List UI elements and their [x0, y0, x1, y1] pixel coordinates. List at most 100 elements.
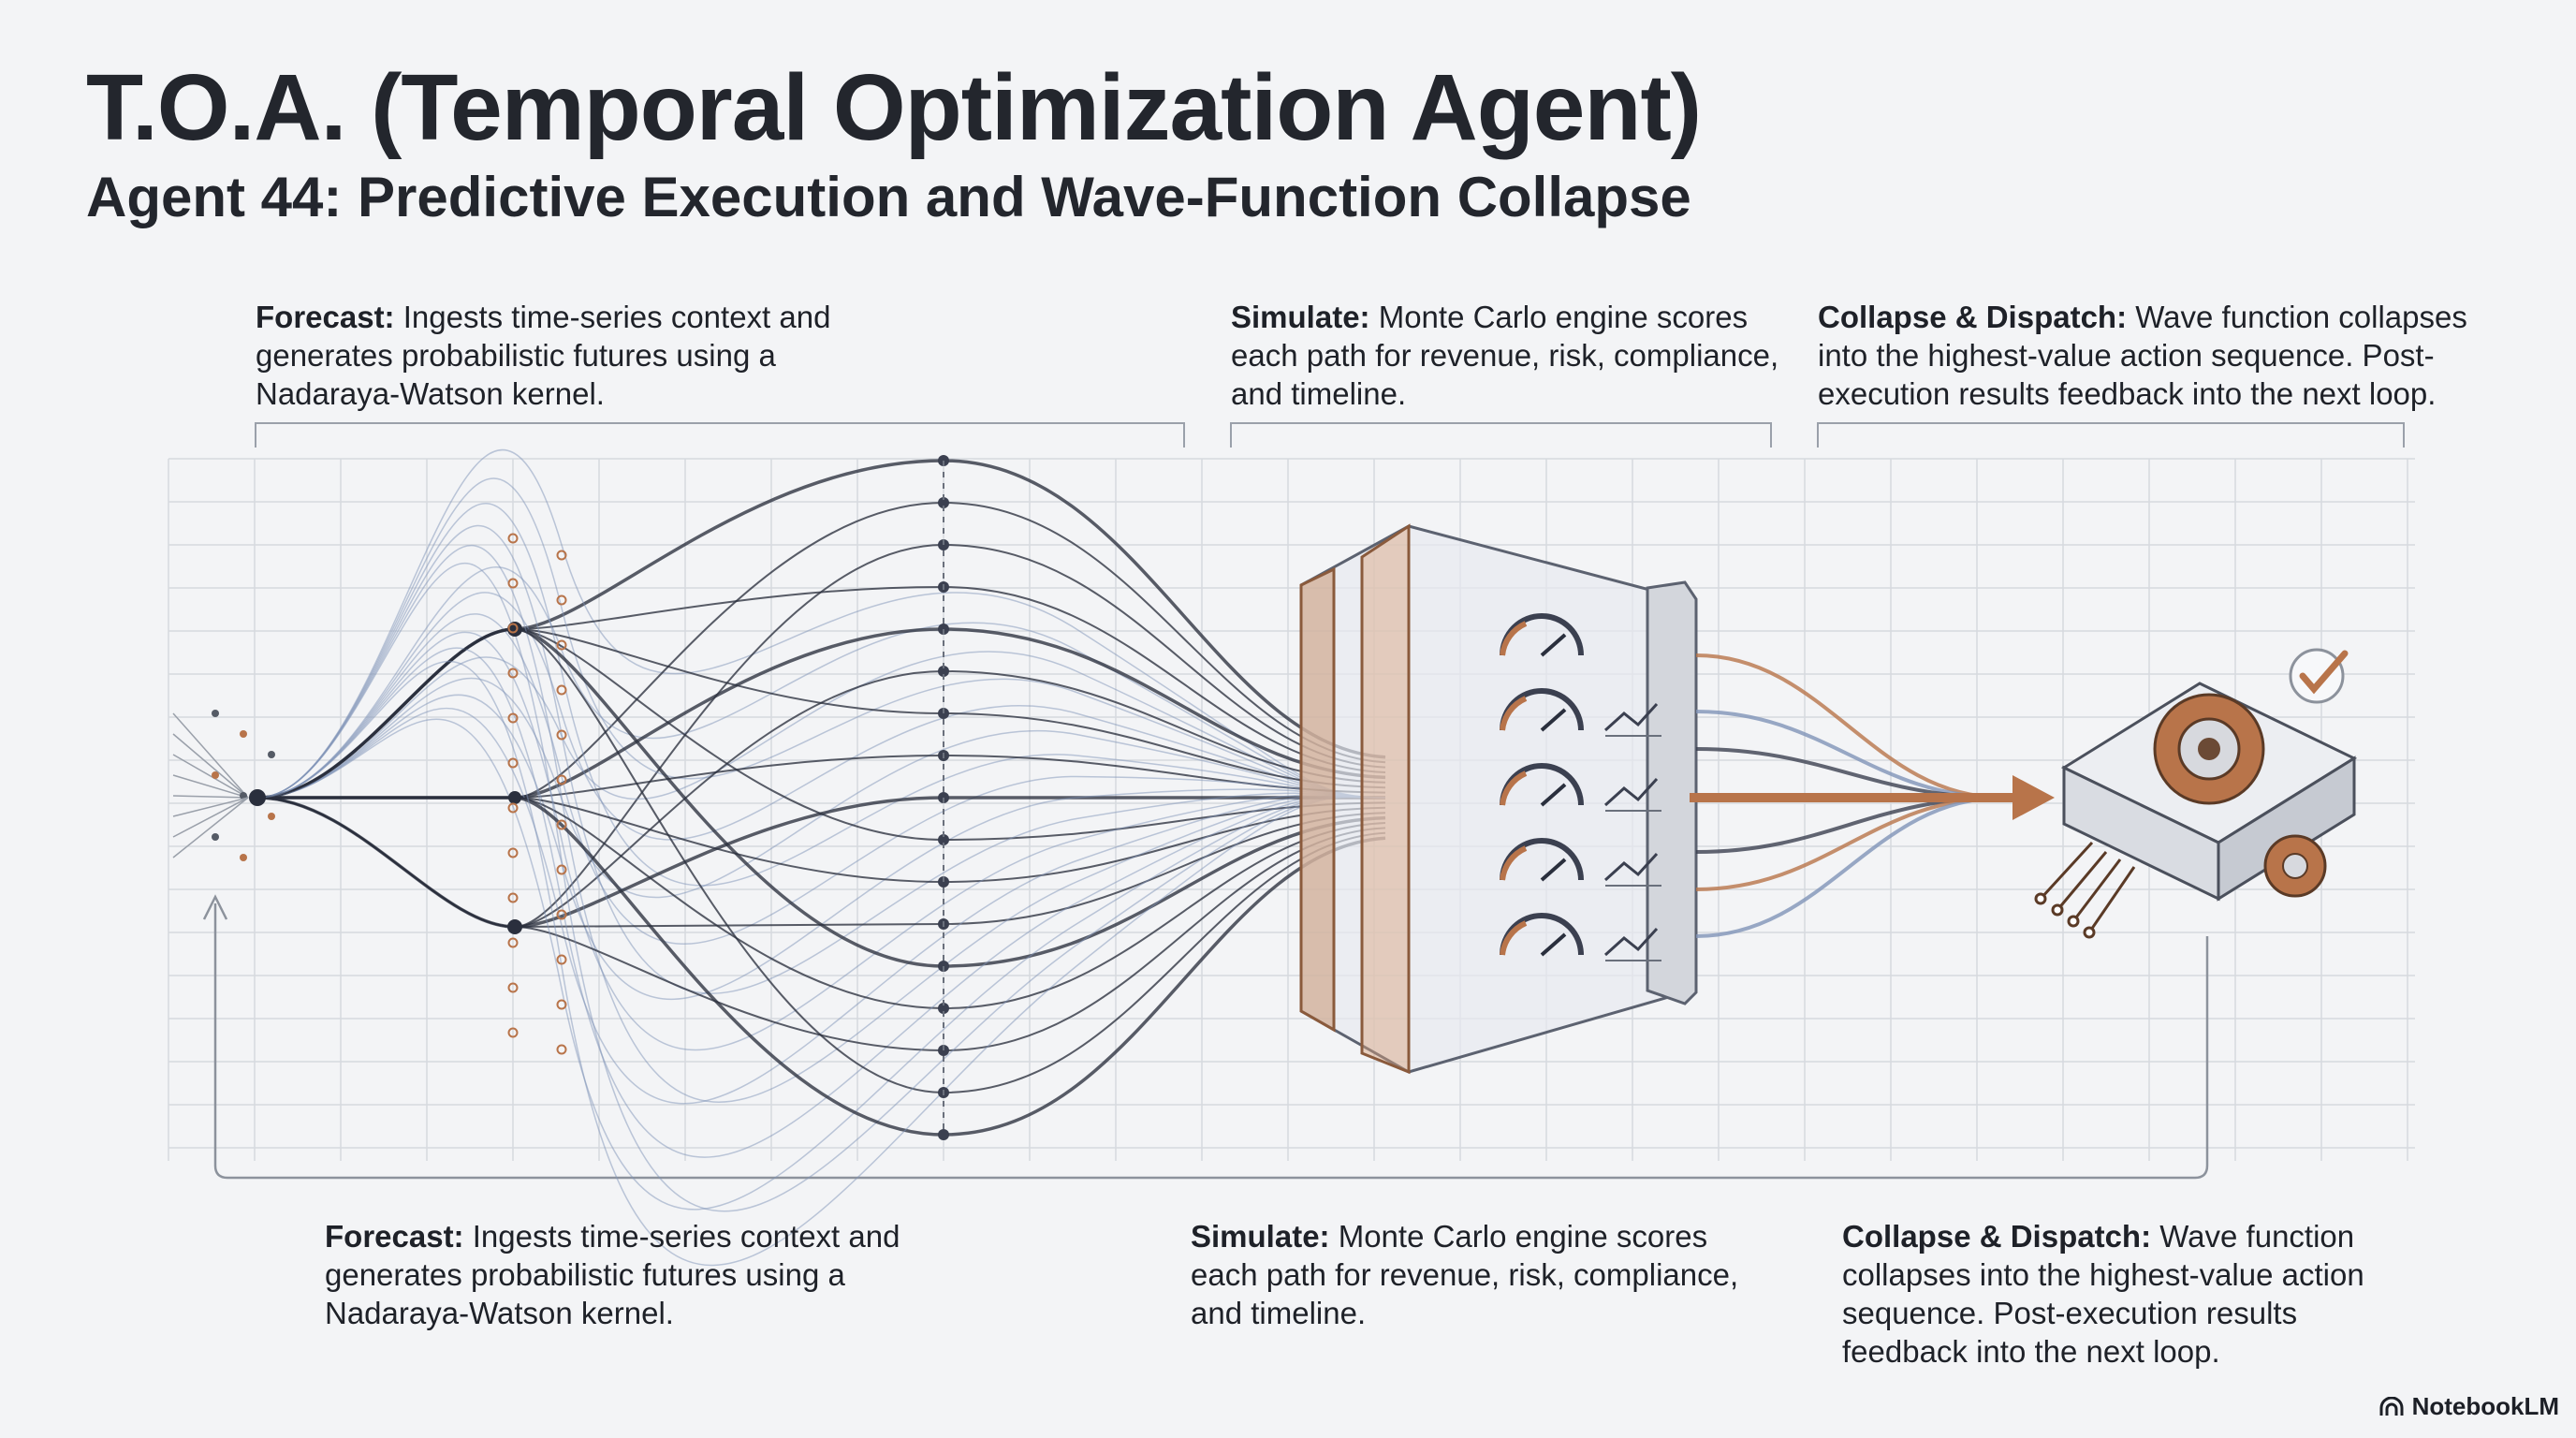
branch-node-small — [507, 802, 519, 814]
mini-chart-icon — [1603, 702, 1659, 732]
future-path — [256, 707, 1386, 1105]
future-path — [256, 524, 1386, 994]
caption-text: Ingests time-series context and generate… — [325, 1219, 900, 1330]
future-path — [256, 660, 1386, 1267]
input-line — [172, 797, 249, 858]
input-line — [172, 797, 249, 838]
caption-heading: Simulate: — [1231, 300, 1370, 334]
probabilistic-future-paths — [256, 448, 1386, 1267]
connector-pins — [2034, 841, 2136, 939]
input-line — [172, 712, 249, 799]
future-path — [256, 651, 1386, 800]
caption-top-forecast: Forecast: Ingests time-series context an… — [256, 298, 855, 413]
future-path — [256, 797, 1386, 1052]
future-path — [256, 647, 1386, 1158]
input-line — [172, 795, 249, 799]
background-grid — [168, 458, 2415, 1161]
path-node — [938, 834, 949, 845]
caption-heading: Collapse & Dispatch: — [1818, 300, 2128, 334]
notebooklm-logo-icon — [2379, 1396, 2404, 1416]
caption-bottom-forecast: Forecast: Ingests time-series context an… — [325, 1217, 924, 1332]
input-time-series — [172, 710, 275, 861]
caption-bottom-collapse: Collapse & Dispatch: Wave function colla… — [1842, 1217, 2422, 1371]
output-path — [1695, 653, 2004, 800]
caption-top-collapse: Collapse & Dispatch: Wave function colla… — [1818, 298, 2473, 413]
branch-node-small — [556, 1044, 567, 1055]
future-path — [256, 613, 1386, 945]
feedback-loop — [202, 894, 2209, 1180]
future-path — [257, 796, 1386, 1137]
caption-heading: Collapse & Dispatch: — [1842, 1219, 2152, 1254]
input-point — [268, 813, 275, 820]
future-path — [256, 592, 1386, 841]
caption-heading: Forecast: — [256, 300, 395, 334]
mini-chart-icon — [1603, 852, 1659, 882]
score-gauges — [1500, 613, 1661, 961]
input-point — [240, 730, 247, 738]
branch-node — [249, 789, 266, 806]
gear-icon — [2153, 693, 2265, 805]
future-path — [256, 694, 1386, 1001]
branch-node-small — [507, 712, 519, 724]
branch-node-small — [507, 623, 519, 634]
caption-text: Monte Carlo engine scores each path for … — [1231, 300, 1779, 411]
gauge-needle — [1540, 633, 1567, 657]
future-path — [256, 448, 1386, 799]
branch-node — [507, 919, 522, 934]
notebooklm-brand: NotebookLM — [2378, 1392, 2559, 1421]
branch-node-small — [556, 684, 567, 696]
gauge-needle — [1540, 783, 1567, 807]
dispatch-chip — [2034, 648, 2358, 939]
branch-node-small — [507, 847, 519, 858]
output-path — [1695, 796, 2004, 891]
caption-text: Ingests time-series context and generate… — [256, 300, 831, 411]
branch-node-small — [556, 550, 567, 561]
checkmark-icon — [2289, 648, 2349, 704]
input-line — [172, 754, 249, 799]
branch-node-small — [556, 639, 567, 651]
branch-node-small — [556, 819, 567, 830]
branch-node-small — [556, 864, 567, 875]
gauge-needle — [1540, 932, 1567, 957]
input-point — [212, 771, 219, 779]
caption-text: Wave function collapses into the highest… — [1842, 1219, 2364, 1369]
mini-chart-icon — [1603, 927, 1659, 957]
path-nodes — [249, 455, 949, 1140]
branch-node-small — [556, 594, 567, 606]
future-path — [256, 566, 1386, 799]
branch-node-small — [507, 937, 519, 948]
caption-bottom-simulate: Simulate: Monte Carlo engine scores each… — [1191, 1217, 1752, 1332]
branch-node-small — [507, 668, 519, 679]
input-point — [240, 854, 247, 861]
caption-text: Wave function collapses into the highest… — [1818, 300, 2467, 411]
branch-node-small — [556, 909, 567, 920]
future-path — [256, 563, 1386, 1212]
output-path — [1695, 796, 2004, 938]
input-point — [212, 710, 219, 717]
future-path — [256, 627, 1386, 1094]
collapse-arrow — [1690, 775, 2055, 820]
brand-label: NotebookLM — [2411, 1392, 2559, 1420]
branch-node-small — [556, 954, 567, 965]
path-node — [938, 1003, 949, 1014]
gauge-needle — [1540, 708, 1567, 732]
path-node — [938, 497, 949, 508]
page-subtitle: Agent 44: Predictive Execution and Wave-… — [86, 166, 1691, 228]
output-path — [1695, 710, 2004, 800]
input-line — [172, 774, 249, 799]
branch-node-small — [507, 1027, 519, 1038]
input-line — [172, 797, 249, 817]
caption-brackets — [255, 422, 2405, 448]
future-path — [256, 677, 1386, 899]
page-title: T.O.A. (Temporal Optimization Agent) — [86, 55, 1702, 160]
gauge-dial-segment — [1500, 920, 1528, 956]
future-path — [256, 718, 1386, 1211]
gauge-dial-segment — [1500, 696, 1528, 731]
future-path — [256, 545, 1386, 1103]
input-point — [212, 833, 219, 841]
caption-top-simulate: Simulate: Monte Carlo engine scores each… — [1231, 298, 1783, 413]
caption-heading: Simulate: — [1191, 1219, 1330, 1254]
path-node — [938, 666, 949, 677]
branch-node — [508, 791, 521, 804]
